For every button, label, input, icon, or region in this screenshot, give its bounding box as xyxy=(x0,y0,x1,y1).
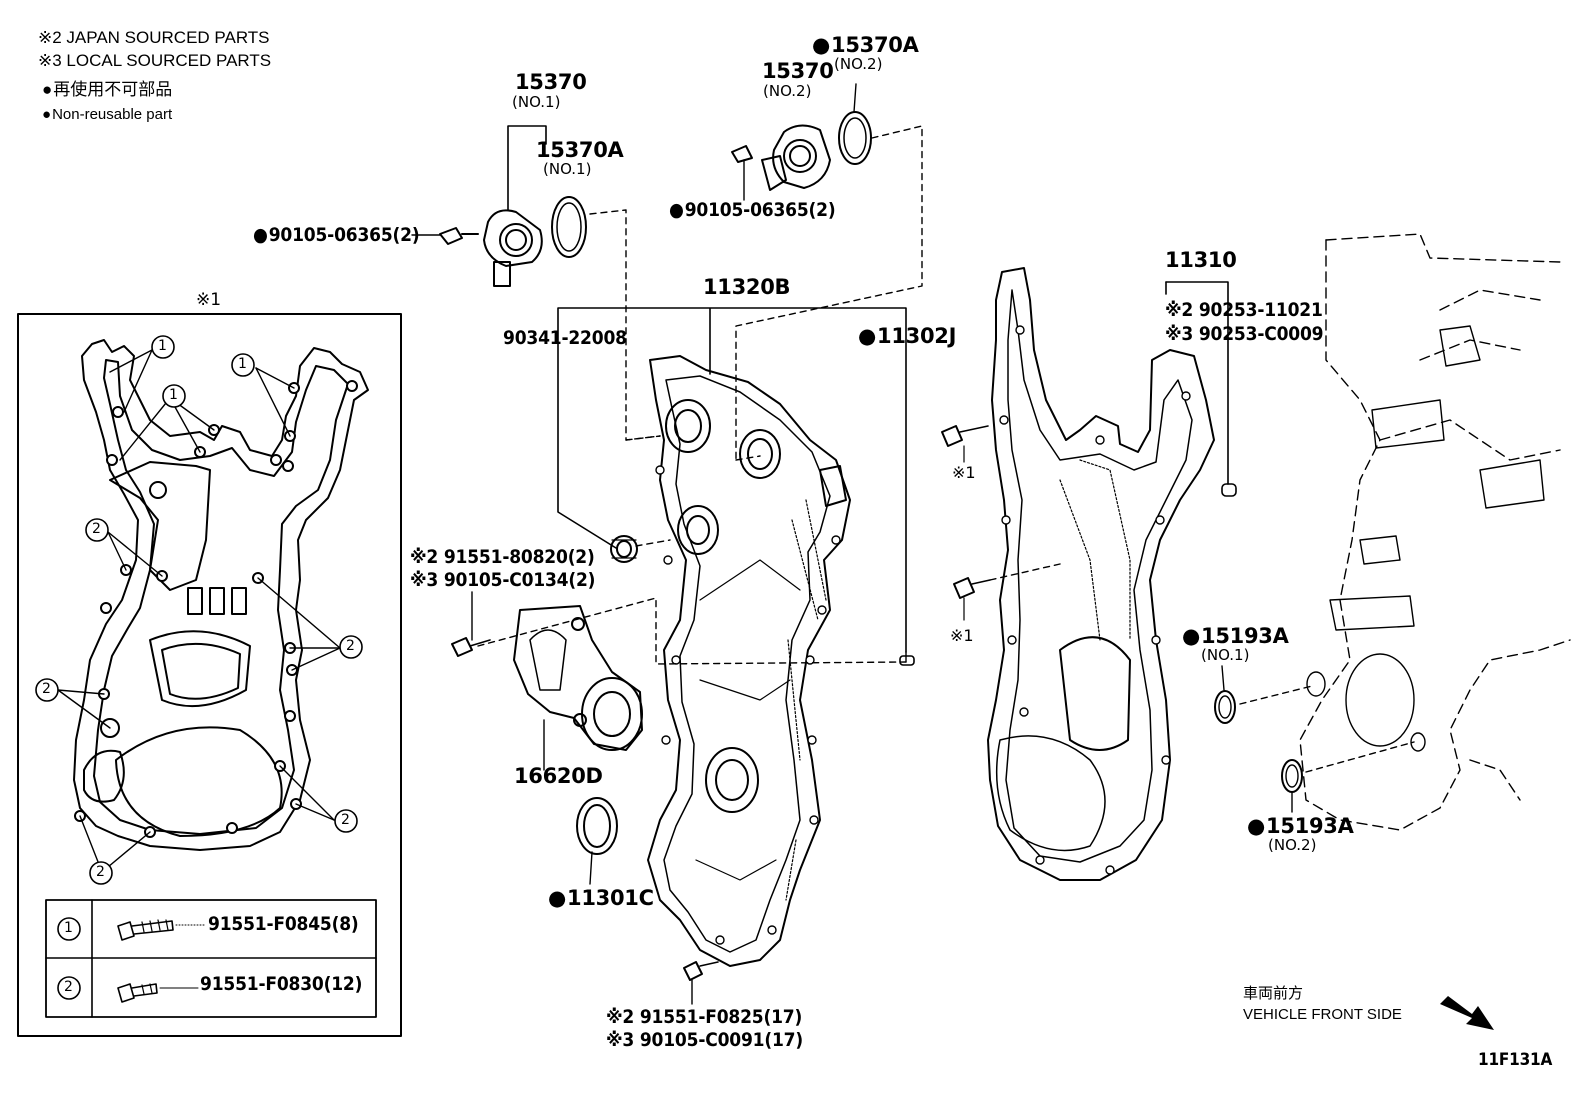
label-15193a-no2: 15193A xyxy=(1247,816,1354,837)
label-cover-bolt-local: ※3 90105-C0091(17) xyxy=(606,1029,803,1051)
figure-id: 11F131A xyxy=(1478,1050,1553,1070)
label-15370-no1-sub: (NO.1) xyxy=(512,93,561,111)
label-bolt-top: 90105-06365(2) xyxy=(669,201,836,220)
label-tensioner-bolt-jp: ※2 91551-80820(2) xyxy=(410,546,595,568)
label-15370a-no1: 15370A xyxy=(536,138,624,162)
label-15193a-no1: 15193A xyxy=(1182,626,1289,647)
label-case-pin-local: ※3 90253-C0009 xyxy=(1165,323,1324,345)
label-15370a-no1-sub: (NO.1) xyxy=(543,160,592,178)
engine-block-detail xyxy=(1306,325,1545,752)
engine-block-reference xyxy=(1299,233,1571,831)
label-tensioner-bolt-local: ※3 90105-C0134(2) xyxy=(410,569,596,591)
label-15193a-no1-sub: (NO.1) xyxy=(1201,646,1250,664)
oil-seal xyxy=(576,797,618,885)
legend-local: ※3 LOCAL SOURCED PARTS xyxy=(38,51,272,70)
label-15370-no2-sub: (NO.2) xyxy=(763,82,812,100)
bolt-table-part-2: 91551-F0830(12) xyxy=(200,973,363,995)
legend-nonreusable-jp: 再使用不可部品 xyxy=(42,81,172,98)
chain-tensioner xyxy=(451,591,643,771)
callout-2: 2 xyxy=(341,812,350,828)
label-15370-no2: 15370 xyxy=(762,59,834,83)
legend-nonreusable-en: Non-reusable part xyxy=(42,107,172,122)
callout-2: 2 xyxy=(346,638,355,654)
timing-chain-cover xyxy=(477,307,915,967)
bolt-table-ref-1: 1 xyxy=(64,920,73,936)
cover-bolt xyxy=(683,961,719,1005)
label-11310: 11310 xyxy=(1165,248,1237,272)
label-x1-upper: ※1 xyxy=(952,463,976,482)
bolt-table-part-1: 91551-F0845(8) xyxy=(208,913,359,935)
timing-chain-case xyxy=(941,267,1237,881)
o-ring-no2 xyxy=(1281,741,1415,813)
bolt-icon xyxy=(117,919,207,941)
label-15370a-no2: 15370A xyxy=(812,35,919,56)
label-11302j: 11302J xyxy=(858,326,956,347)
vehicle-front-jp: 車両前方 xyxy=(1243,985,1304,1002)
camshaft-sensor-no1 xyxy=(411,125,661,441)
legend-japan: ※2 JAPAN SOURCED PARTS xyxy=(38,28,270,47)
front-direction-arrow-icon xyxy=(1440,996,1494,1030)
label-15193a-no2-sub: (NO.2) xyxy=(1268,836,1317,854)
label-16620d: 16620D xyxy=(514,764,603,788)
o-ring-no1 xyxy=(1214,665,1313,724)
inset-title: ※1 xyxy=(196,290,222,310)
vehicle-front-en: VEHICLE FRONT SIDE xyxy=(1243,1006,1402,1023)
callout-2: 2 xyxy=(42,681,51,697)
label-11301c: 11301C xyxy=(548,888,654,909)
inset-panel xyxy=(17,313,402,1037)
label-case-pin-jp: ※2 90253-11021 xyxy=(1165,299,1323,321)
camshaft-sensor-no2 xyxy=(731,83,923,461)
callout-1: 1 xyxy=(169,387,178,403)
screw-plug xyxy=(610,535,638,563)
label-x1-lower: ※1 xyxy=(950,626,974,645)
callout-1: 1 xyxy=(238,356,247,372)
label-bolt-left: 90105-06365(2) xyxy=(253,226,420,245)
callout-1: 1 xyxy=(158,338,167,354)
bolt-table-ref-2: 2 xyxy=(64,979,73,995)
callout-2: 2 xyxy=(96,864,105,880)
callout-2: 2 xyxy=(92,521,101,537)
label-15370a-no2-sub: (NO.2) xyxy=(834,55,883,73)
label-15370-no1: 15370 xyxy=(515,70,587,94)
label-cover-bolt-jp: ※2 91551-F0825(17) xyxy=(606,1006,803,1028)
label-11320b: 11320B xyxy=(703,275,791,299)
label-90341-22008: 90341-22008 xyxy=(503,327,627,349)
bolt-icon xyxy=(117,983,199,1003)
